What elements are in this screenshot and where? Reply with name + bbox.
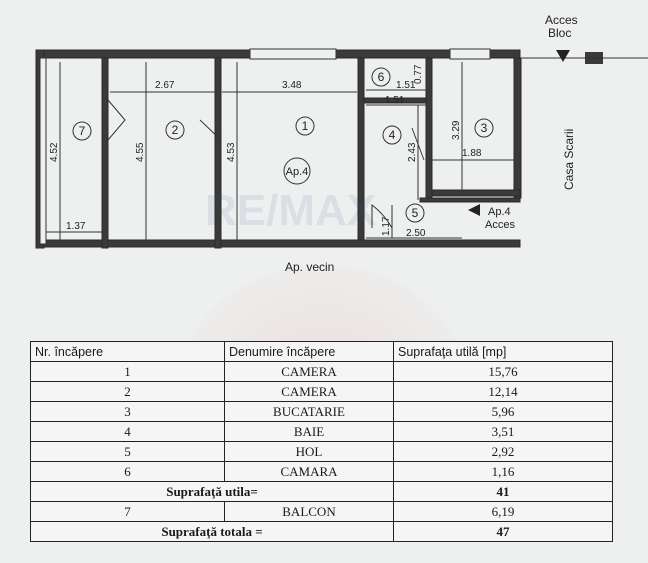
- row-area: 15,76: [393, 361, 613, 382]
- row-area: 12,14: [393, 381, 613, 402]
- row-nr: 4: [30, 421, 225, 442]
- ap4-acces-line1: Ap.4: [488, 206, 511, 218]
- dim-2-67: 2.67: [155, 80, 175, 91]
- row-area: 2,92: [393, 441, 613, 462]
- row-nr: 5: [30, 441, 225, 462]
- row-nr: 3: [30, 401, 225, 422]
- dim-4-53: 4.53: [226, 142, 237, 162]
- dim-0-77: 0.77: [413, 64, 424, 84]
- ap4-acces-line2: Acces: [485, 219, 515, 231]
- balcon-area: 6,19: [393, 501, 613, 522]
- dim-2-43: 2.43: [407, 142, 418, 162]
- row-name: BUCATARIE: [224, 401, 394, 422]
- total-value: 47: [393, 521, 613, 542]
- row-name: CAMERA: [224, 361, 394, 382]
- table-row: 2 CAMERA 12,14: [30, 381, 613, 402]
- row-name: CAMERA: [224, 381, 394, 402]
- row-name: BAIE: [224, 421, 394, 442]
- row-area: 3,51: [393, 421, 613, 442]
- total-row: Suprafaţă totala = 47: [30, 521, 613, 542]
- room-6-label: 6: [378, 70, 385, 84]
- subtotal-label: Suprafaţă utila=: [30, 481, 394, 502]
- row-name: HOL: [224, 441, 394, 462]
- dim-1-51-top: 1.51: [396, 80, 416, 91]
- room-2-label: 2: [172, 123, 179, 137]
- table-row: 1 CAMERA 15,76: [30, 361, 613, 382]
- balcon-name: BALCON: [224, 501, 394, 522]
- table-header-row: Nr. încăpere Denumire încăpere Suprafaţa…: [30, 341, 613, 362]
- floor-plan: 7 2 1 3 4 5 6 Ap.4 2.67 3.48 1.51 1.51 1…: [35, 13, 648, 274]
- area-table: Nr. încăpere Denumire încăpere Suprafaţa…: [30, 341, 613, 542]
- dim-1-51: 1.51: [385, 95, 405, 106]
- row-nr: 6: [30, 461, 225, 482]
- dim-1-17: 1.17: [381, 216, 392, 236]
- row-area: 1,16: [393, 461, 613, 482]
- remax-watermark: RE/MAX: [205, 186, 376, 235]
- room-4-label: 4: [389, 128, 396, 142]
- header-area: Suprafaţa utilă [mp]: [393, 341, 613, 362]
- row-nr: 2: [30, 381, 225, 402]
- subtotal-row: Suprafaţă utila= 41: [30, 481, 613, 502]
- header-name: Denumire încăpere: [224, 341, 394, 362]
- dim-2-50: 2.50: [406, 228, 426, 239]
- table-row: 3 BUCATARIE 5,96: [30, 401, 613, 422]
- room-5-label: 5: [412, 206, 419, 220]
- dim-1-37: 1.37: [66, 221, 86, 232]
- acces-bloc-line2: Bloc: [548, 26, 571, 40]
- dim-3-29: 3.29: [451, 120, 462, 140]
- total-label: Suprafaţă totala =: [30, 521, 394, 542]
- balcon-nr: 7: [30, 501, 225, 522]
- row-nr: 1: [30, 361, 225, 382]
- dim-4-55: 4.55: [135, 142, 146, 162]
- casa-scarii-label: Casa Scarii: [562, 129, 576, 190]
- room-1-label: 1: [302, 119, 309, 133]
- room-3-label: 3: [481, 121, 488, 135]
- header-nr: Nr. încăpere: [30, 341, 225, 362]
- subtotal-value: 41: [393, 481, 613, 502]
- row-area: 5,96: [393, 401, 613, 422]
- row-name: CAMARA: [224, 461, 394, 482]
- dim-4-52: 4.52: [49, 142, 60, 162]
- table-row: 4 BAIE 3,51: [30, 421, 613, 442]
- acces-bloc-line1: Acces: [545, 13, 578, 27]
- ap-vecin-label: Ap. vecin: [285, 260, 334, 274]
- table-row: 5 HOL 2,92: [30, 441, 613, 462]
- room-7-label: 7: [79, 124, 86, 138]
- balcon-row: 7 BALCON 6,19: [30, 501, 613, 522]
- dim-1-88: 1.88: [462, 148, 482, 159]
- table-row: 6 CAMARA 1,16: [30, 461, 613, 482]
- dim-3-48: 3.48: [282, 80, 302, 91]
- ap4-center-label: Ap.4: [286, 166, 309, 178]
